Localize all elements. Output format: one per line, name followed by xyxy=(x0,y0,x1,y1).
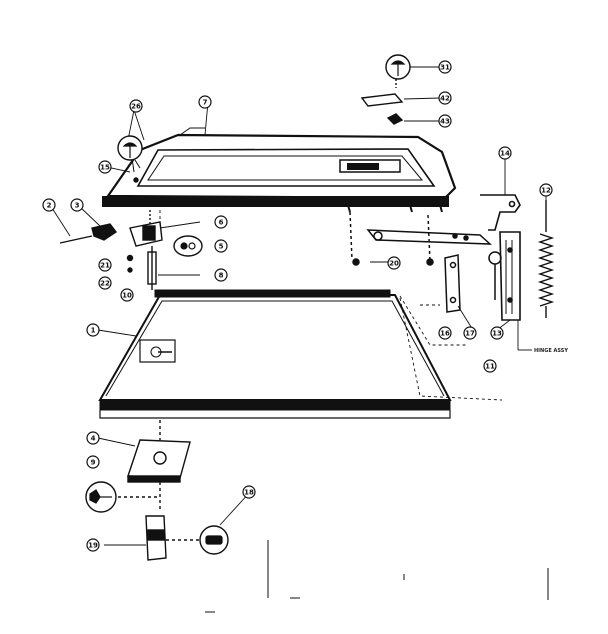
callout-13: 13 xyxy=(490,326,504,340)
callout-label: 10 xyxy=(122,292,132,300)
callout-label: 3 xyxy=(75,202,80,210)
callout-8: 8 xyxy=(214,268,228,282)
spring xyxy=(537,200,555,318)
hinge-assy-label: HINGE ASSY xyxy=(534,348,568,354)
bottom-panel xyxy=(98,289,452,419)
callout-label: 14 xyxy=(500,150,510,158)
callout-22: 22 xyxy=(98,276,112,290)
callout-43: 43 xyxy=(438,114,452,128)
hardware-circle-contents xyxy=(89,60,406,545)
callout-18: 18 xyxy=(242,485,256,499)
callout-17: 17 xyxy=(463,326,477,340)
callout-14: 14 xyxy=(498,146,512,160)
callout-label: 22 xyxy=(100,280,110,288)
callout-7: 7 xyxy=(198,95,212,109)
callout-label: 16 xyxy=(440,330,450,338)
callout-label: 43 xyxy=(440,118,450,126)
callout-20: 20 xyxy=(387,256,401,270)
callout-16: 16 xyxy=(438,326,452,340)
callout-label: 12 xyxy=(541,187,551,195)
callout-19: 19 xyxy=(86,538,100,552)
hinge-arm xyxy=(444,251,502,313)
callout-label: 5 xyxy=(219,243,224,251)
upper-frame xyxy=(102,127,457,207)
callout-label: 1 xyxy=(91,327,96,335)
callout-label: 9 xyxy=(91,459,96,467)
callout-label: 18 xyxy=(244,489,254,497)
callout-31: 31 xyxy=(438,60,452,74)
callout-label: 13 xyxy=(492,330,502,338)
top-hardware xyxy=(360,75,404,125)
callout-4: 4 xyxy=(86,431,100,445)
hinge-assy-note: HINGE ASSY xyxy=(518,348,568,354)
callout-label: 6 xyxy=(219,219,224,227)
callout-5: 5 xyxy=(214,239,228,253)
callout-12: 12 xyxy=(539,183,553,197)
callout-label: 17 xyxy=(465,330,475,338)
washer-5-circle xyxy=(173,235,203,257)
callout-label: 11 xyxy=(485,363,495,371)
callout-label: 20 xyxy=(389,260,399,268)
callout-label: 21 xyxy=(100,262,110,270)
callout-11: 11 xyxy=(483,359,497,373)
latch-assembly xyxy=(59,157,163,290)
callout-6: 6 xyxy=(214,215,228,229)
hardware-circles xyxy=(85,54,411,555)
callout-1: 1 xyxy=(86,323,100,337)
callouts: 1 2 3 4 5 6 7 8 xyxy=(42,60,553,552)
callout-2: 2 xyxy=(42,198,56,212)
callout-label: 19 xyxy=(88,542,98,550)
callout-label: 4 xyxy=(91,435,96,443)
callout-label: 2 xyxy=(47,202,52,210)
hinge-bar xyxy=(347,204,493,266)
callout-label: 7 xyxy=(203,99,208,107)
callout-label: 8 xyxy=(219,272,224,280)
callout-label: 15 xyxy=(100,164,110,172)
hinge-bracket xyxy=(480,194,521,321)
callout-9: 9 xyxy=(86,455,100,469)
callout-label: 42 xyxy=(440,95,450,103)
callout-26: 26 xyxy=(129,99,143,113)
lower-parts xyxy=(118,420,200,561)
callout-label: 26 xyxy=(131,103,141,111)
callout-42: 42 xyxy=(438,91,452,105)
callout-15: 15 xyxy=(98,160,112,174)
edge-lines xyxy=(205,540,549,613)
callout-21: 21 xyxy=(98,258,112,272)
callout-10: 10 xyxy=(120,288,134,302)
leader-lines xyxy=(159,210,503,401)
callout-3: 3 xyxy=(70,198,84,212)
callout-label: 31 xyxy=(440,64,450,72)
